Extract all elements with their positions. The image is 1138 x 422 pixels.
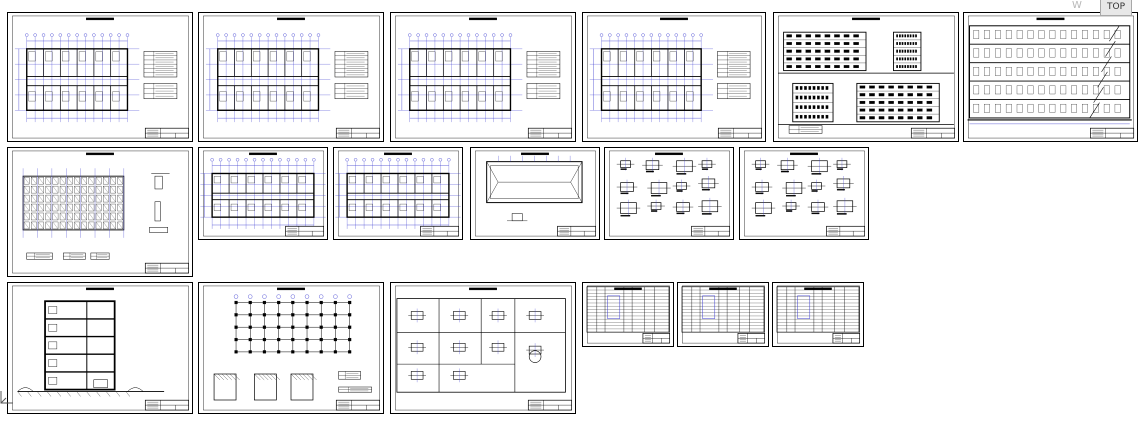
sheet-drawing [778, 15, 955, 139]
sheet-drawing [586, 285, 671, 344]
drawing-sheet-schedule[interactable] [582, 282, 674, 347]
sheet-drawing [12, 285, 189, 411]
sheet-drawing [12, 150, 189, 274]
sheet-drawing [203, 285, 380, 411]
drawing-sheet-roof-plan[interactable] [470, 147, 600, 240]
sheet-drawing [12, 15, 189, 139]
drawing-sheet-facade-grid[interactable] [7, 147, 193, 277]
drawing-sheet-floor-plan[interactable] [7, 12, 193, 142]
drawing-sheet-elevations[interactable] [773, 12, 959, 142]
drawing-sheet-details[interactable] [604, 147, 734, 240]
sheet-drawing [587, 15, 762, 139]
sheet-drawing [744, 150, 866, 237]
drawing-sheet-details[interactable] [739, 147, 869, 240]
drawing-sheet-foundation-plan[interactable] [198, 282, 384, 414]
sheet-drawing [967, 15, 1135, 139]
drawing-sheet-floor-plan[interactable] [582, 12, 766, 142]
sheet-drawing [335, 150, 461, 237]
drawing-sheet-long-section[interactable] [963, 12, 1138, 142]
sheet-drawing [475, 150, 597, 237]
drawing-sheet-schedule[interactable] [772, 282, 864, 347]
sheet-drawing [395, 285, 572, 411]
compass-west-label[interactable]: W [1072, 0, 1082, 11]
drawing-sheet-floor-plan[interactable] [198, 12, 384, 142]
sheet-drawing [681, 285, 766, 344]
sheet-drawing [609, 150, 731, 237]
drawing-sheet-section[interactable] [7, 282, 193, 414]
viewcube-top-button[interactable]: TOP [1100, 0, 1132, 16]
drawing-sheet-floor-plan[interactable] [198, 147, 328, 240]
sheet-drawing [200, 150, 326, 237]
drawing-sheet-floor-plan[interactable] [390, 12, 576, 142]
sheet-drawing [395, 15, 572, 139]
sheet-drawing [203, 15, 380, 139]
drawing-sheet-detail-grid[interactable] [390, 282, 576, 414]
sheet-drawing [776, 285, 861, 344]
ucs-icon [0, 391, 13, 404]
drawing-sheet-schedule[interactable] [677, 282, 769, 347]
drawing-sheet-floor-plan[interactable] [333, 147, 463, 240]
